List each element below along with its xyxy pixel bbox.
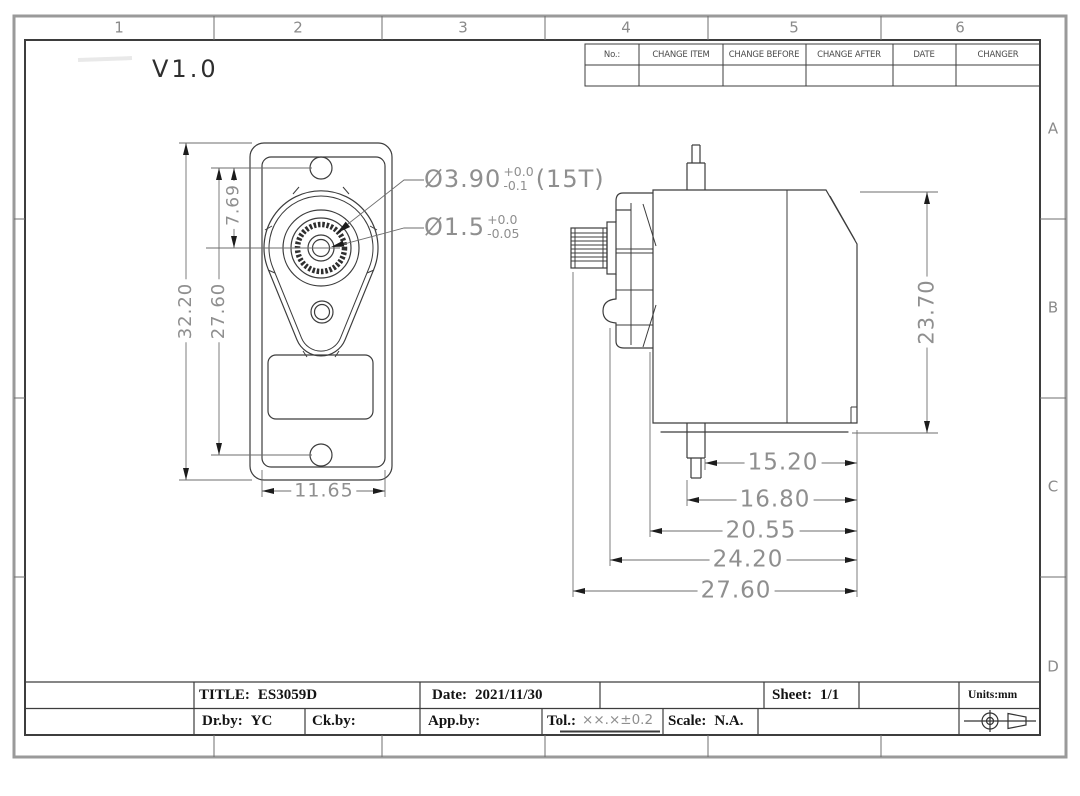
front-view: [249, 142, 393, 481]
screw-hole-tol-plus: +0.0: [487, 212, 518, 227]
units-field: Units: mm: [968, 689, 1018, 702]
drawn-by-field: Dr.by: YC: [202, 714, 272, 729]
dim-body-width: 11.65: [291, 481, 357, 501]
date-value: 2021/11/30: [474, 687, 543, 703]
sheet-label: Sheet:: [772, 687, 812, 703]
zone-column-1: 1: [114, 18, 124, 37]
dim-length-flange: 16.80: [736, 488, 814, 512]
dim-hole-spacing: 27.60: [208, 279, 229, 343]
dim-length-case: 20.55: [722, 519, 800, 543]
dim-hole-to-shaft: 7.69: [224, 181, 244, 229]
screw-hole-tol-minus: -0.05: [487, 225, 520, 241]
zone-column-5: 5: [789, 18, 799, 37]
checked-by-field: Ck.by:: [312, 714, 356, 729]
drawn-by-value: YC: [250, 713, 273, 729]
tolerance-label: Tol.:: [547, 713, 577, 729]
side-view: [570, 144, 858, 479]
spline-teeth-count: (15T): [535, 164, 605, 193]
revision-header-change-before: CHANGE BEFORE: [728, 49, 800, 60]
zone-row-b: B: [1047, 298, 1059, 317]
tolerance-field: Tol.: ××.×±0.2: [547, 712, 654, 729]
scale-label: Scale:: [668, 713, 707, 729]
dim-length-body: 15.20: [744, 451, 822, 475]
zone-column-3: 3: [458, 18, 468, 37]
drawn-by-label: Dr.by:: [202, 713, 243, 729]
revision-header-changer: CHANGER: [977, 49, 1019, 60]
sheet-value: 1/1: [820, 687, 840, 703]
revision-header-change-after: CHANGE AFTER: [817, 49, 881, 60]
date-label: Date:: [432, 687, 467, 703]
scale-value: N.A.: [714, 713, 744, 729]
spline-tol-minus: -0.1: [503, 177, 528, 193]
title-value: ES3059D: [257, 687, 318, 703]
spline-diameter-callout: Ø3.90 +0.0 -0.1 (15T): [424, 165, 605, 193]
approved-by-field: App.by:: [428, 714, 480, 729]
title-block-grid: [25, 681, 1040, 735]
version-label: V1.0: [152, 55, 219, 83]
revision-header-no: No.:: [603, 49, 621, 60]
zone-column-2: 2: [293, 18, 303, 37]
sheet-border: [12, 14, 1068, 759]
zone-column-6: 6: [955, 18, 965, 37]
projection-symbol-icon: [964, 710, 1036, 732]
units-value: mm: [998, 689, 1018, 701]
title-field: TITLE: ES3059D: [199, 688, 317, 703]
units-label: Units:: [968, 689, 999, 701]
sheet-field: Sheet: 1/1: [772, 688, 839, 703]
date-field: Date: 2021/11/30: [432, 688, 543, 703]
title-label: TITLE:: [199, 687, 250, 703]
zone-row-c: C: [1047, 477, 1059, 496]
tolerance-value: ××.×±0.2: [582, 712, 654, 728]
screw-hole-diameter-callout: Ø1.5 +0.0 -0.05: [424, 212, 522, 241]
screw-hole-diameter-value: Ø1.5: [424, 212, 486, 241]
dim-length-gearbox: 24.20: [709, 548, 787, 572]
revision-table-grid: [584, 43, 1041, 87]
spline-diameter-value: Ø3.90: [424, 164, 502, 193]
dim-overall-height: 32.20: [175, 279, 196, 343]
revision-header-date: DATE: [913, 49, 935, 60]
zone-row-a: A: [1047, 119, 1059, 138]
revision-header-change-item: CHANGE ITEM: [652, 49, 710, 60]
zone-row-d: D: [1047, 657, 1059, 676]
zone-column-4: 4: [621, 18, 631, 37]
spline-tol-plus: +0.0: [503, 164, 534, 179]
checked-by-label: Ck.by:: [312, 713, 356, 729]
approved-by-label: App.by:: [428, 713, 481, 729]
dim-body-height: 23.70: [915, 276, 939, 348]
scale-field: Scale: N.A.: [668, 714, 744, 729]
dim-length-overall: 27.60: [697, 579, 775, 603]
